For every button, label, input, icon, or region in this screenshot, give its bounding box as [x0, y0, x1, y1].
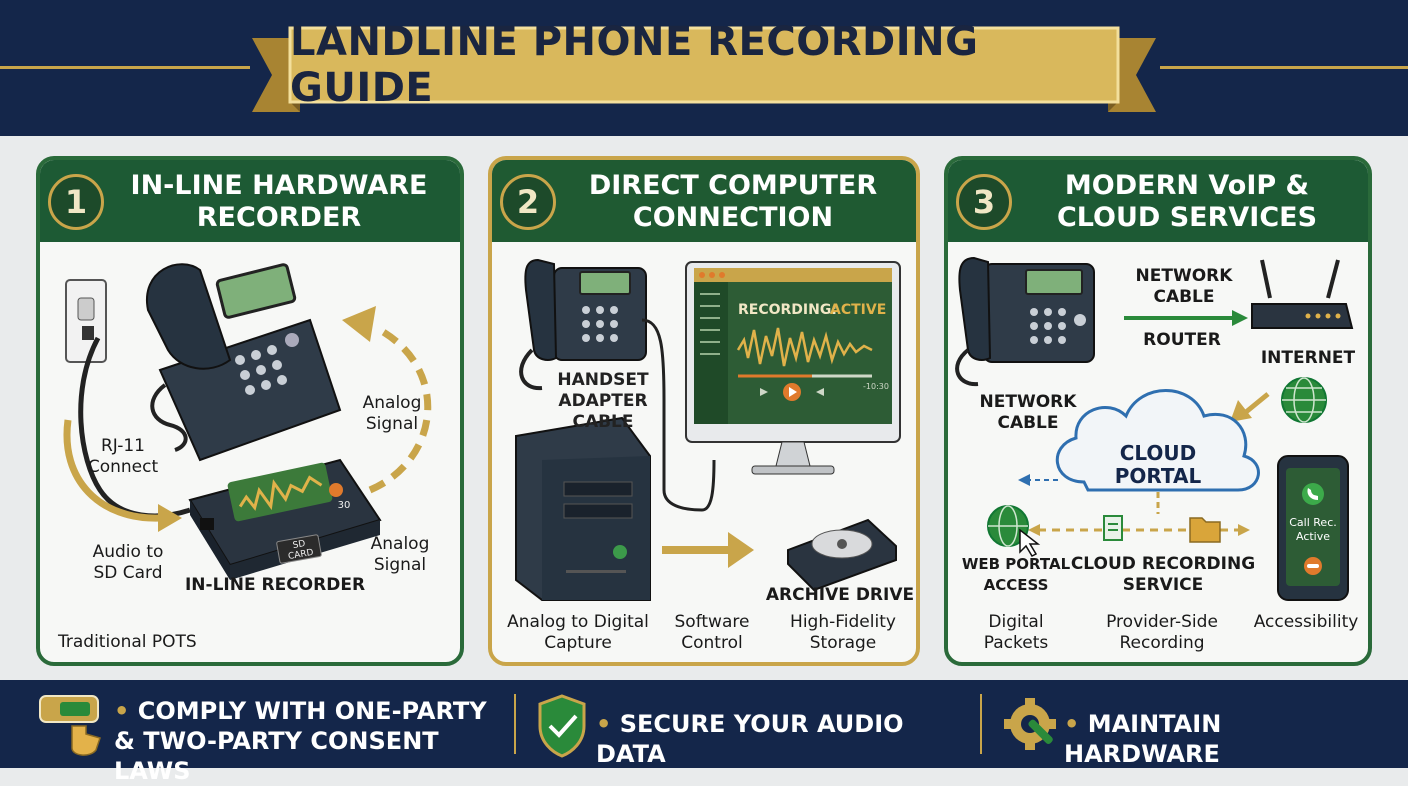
- panel-header: [492, 160, 916, 242]
- label-internet: INTERNET: [1260, 348, 1356, 368]
- label-digital-packets: Digital Packets: [983, 612, 1049, 653]
- inline-recorder-device-icon: [188, 458, 382, 580]
- label-inline-recorder: IN-LINE RECORDER: [184, 575, 366, 595]
- label-high-fidelity: High-Fidelity Storage: [790, 612, 896, 653]
- footer-divider: [514, 694, 516, 754]
- label-network-cable-top: NETWORK CABLE: [1135, 266, 1233, 307]
- label-playback-time: -10:30: [863, 382, 889, 391]
- label-analog-signal-top: Analog Signal: [362, 393, 422, 434]
- page-title: LANDLINE PHONE RECORDING GUIDE: [290, 19, 979, 111]
- label-analog-digital: Analog to Digital Capture: [507, 612, 649, 653]
- label-network-cable-left: NETWORK CABLE: [979, 392, 1077, 433]
- label-audio-sd: Audio to SD Card: [92, 542, 164, 583]
- label-recording-state: ACTIVE: [830, 302, 887, 318]
- panel-header: [948, 160, 1368, 242]
- footer-secure-audio: • SECURE YOUR AUDIO DATA: [596, 709, 966, 769]
- label-rj11-connect: RJ-11 Connect: [87, 436, 159, 477]
- voip-cloud-illustration: [955, 256, 1354, 601]
- computer-tower-icon: [515, 416, 651, 601]
- smartphone-icon: [1277, 455, 1349, 601]
- header-rule-right: [1160, 66, 1408, 69]
- label-archive-drive: ARCHIVE DRIVE: [765, 585, 915, 605]
- footer-consent-text: COMPLY WITH ONE-PARTY & TWO-PARTY CONSEN…: [114, 697, 487, 785]
- footer-maintain-hardware: • MAINTAIN HARDWARE: [1064, 709, 1384, 769]
- archive-drive-icon: [787, 518, 897, 592]
- footer-secure-text: SECURE YOUR AUDIO DATA: [596, 710, 904, 768]
- network-arrow-icon: [1232, 310, 1248, 326]
- step-number-badge: 3: [956, 174, 1012, 230]
- globe-icon: [1281, 377, 1327, 423]
- cloud-portal-icon: [1056, 389, 1260, 492]
- header-rule-left: [0, 66, 250, 69]
- label-provider-side: Provider-Side Recording: [1106, 612, 1218, 653]
- panel-title: DIRECT COMPUTER CONNECTION: [588, 170, 878, 233]
- router-icon: [1251, 259, 1354, 329]
- capture-arrow-icon: [728, 532, 754, 568]
- panel-title: IN-LINE HARDWARE RECORDER: [130, 170, 428, 233]
- label-router: ROUTER: [1143, 330, 1221, 350]
- signal-arrow-icon: [342, 306, 376, 342]
- panel-voip-cloud: 3 MODERN VoIP & CLOUD SERVICES: [944, 156, 1372, 666]
- panel-title: MODERN VoIP & CLOUD SERVICES: [1056, 170, 1318, 233]
- footer-divider: [980, 694, 982, 754]
- step-number-badge: 2: [500, 174, 556, 230]
- document-icon: [1103, 515, 1123, 541]
- footer-consent-laws: • COMPLY WITH ONE-PARTY & TWO-PARTY CONS…: [114, 696, 506, 786]
- step-number-badge: 1: [48, 174, 104, 230]
- web-portal-globe-icon: [987, 505, 1041, 557]
- footer-maintain-text: MAINTAIN HARDWARE: [1064, 710, 1222, 768]
- panel-computer-connection: 2 DIRECT COMPUTER CONNECTION: [488, 156, 920, 666]
- label-device-number: 30: [337, 500, 351, 511]
- monitor-icon: [685, 261, 901, 475]
- label-cloud-recording-service: CLOUD RECORDING SERVICE: [1070, 554, 1256, 595]
- footer-bar: [0, 680, 1408, 768]
- computer-connection-illustration: [515, 258, 901, 601]
- label-call-rec-active: Call Rec. Active: [1289, 516, 1337, 543]
- bullet-dot: •: [114, 697, 138, 725]
- label-software-control: Software Control: [674, 612, 750, 653]
- desk-phone-icon: [519, 258, 647, 391]
- bullet-dot: •: [1064, 710, 1088, 738]
- panel-inline-recorder: 1 IN-LINE HARDWARE RECORDER: [36, 156, 464, 666]
- label-cloud-portal: CLOUD PORTAL: [1114, 441, 1202, 488]
- label-recording: RECORDING:: [738, 302, 837, 318]
- title-ribbon: [252, 26, 1156, 112]
- label-analog-signal-bottom: Analog Signal: [370, 534, 430, 575]
- sd-card-icon: [276, 534, 322, 564]
- panel-header: [40, 160, 460, 242]
- inline-recorder-illustration: [63, 263, 432, 580]
- wall-outlet-icon: [65, 279, 107, 363]
- label-handset-adapter: HANDSET ADAPTER CABLE: [557, 370, 649, 432]
- label-web-portal-access: WEB PORTAL ACCESS: [961, 555, 1071, 594]
- voip-phone-icon: [955, 256, 1095, 387]
- bullet-dot: •: [596, 710, 620, 738]
- adapter-cable: [641, 318, 703, 512]
- rj11-arrow-icon: [158, 504, 182, 532]
- desk-phone-icon: [145, 263, 342, 462]
- folder-icon: [1189, 517, 1221, 543]
- label-accessibility: Accessibility: [1253, 612, 1359, 632]
- label-traditional-pots: Traditional POTS: [58, 632, 197, 652]
